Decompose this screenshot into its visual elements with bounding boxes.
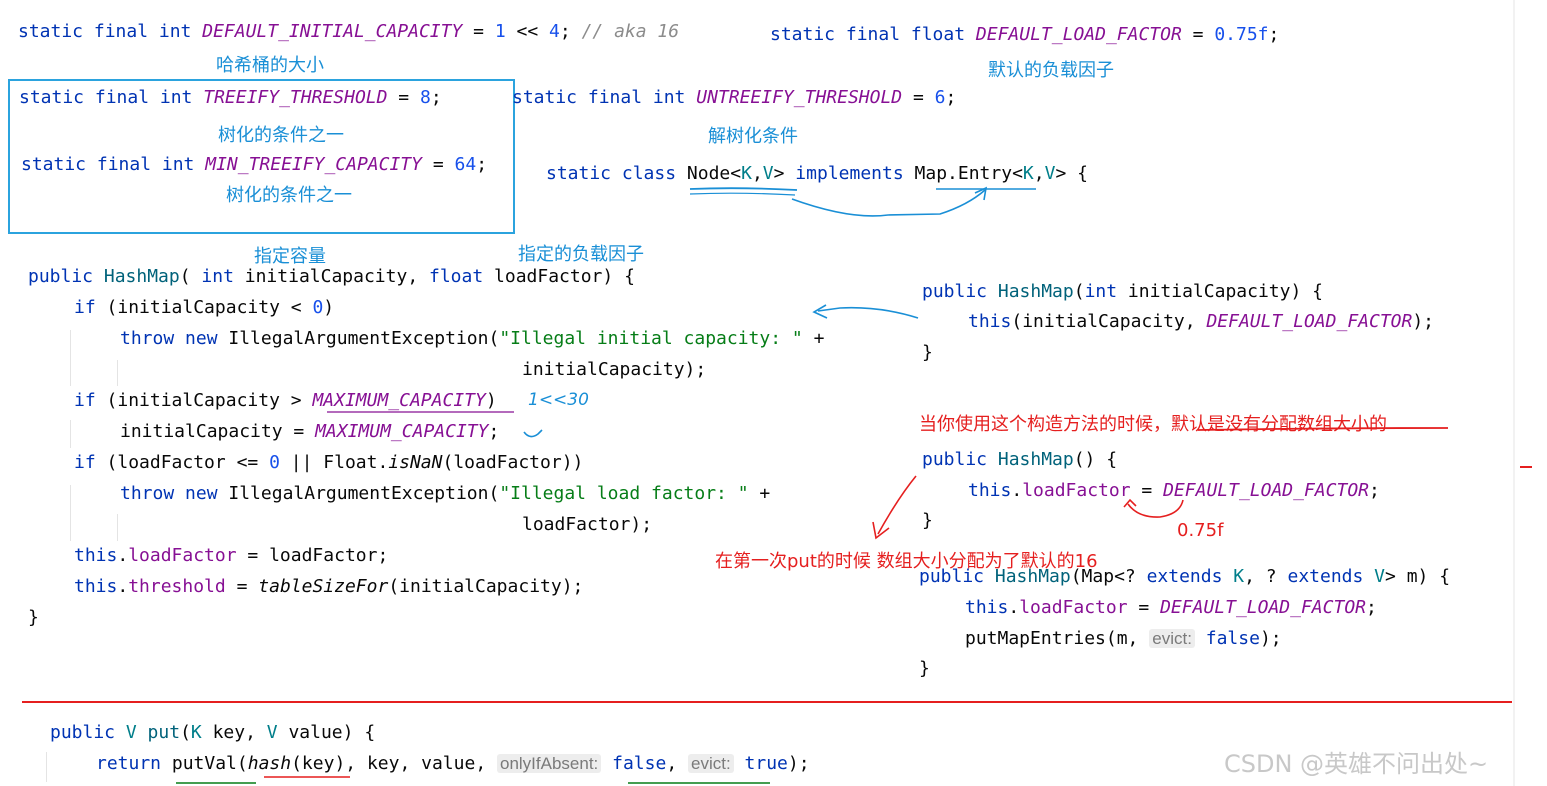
annotation-load-factor-value: 0.75f (1177, 520, 1224, 541)
put-method-line-1: public V put(K key, V value) { (50, 722, 376, 743)
code-line-default-initial-capacity: static final int DEFAULT_INITIAL_CAPACIT… (18, 21, 680, 42)
code-line-treeify-threshold: static final int TREEIFY_THRESHOLD = 8; (19, 87, 442, 108)
ctor-map-line-3: putMapEntries(m, evict: false); (965, 628, 1282, 649)
ctor-two-line-4: initialCapacity); (522, 359, 707, 380)
indent-guide (117, 514, 118, 541)
checkmark-icon (523, 429, 543, 438)
ctor-two-line-9: loadFactor); (522, 514, 653, 535)
ctor-two-line-3: throw new IllegalArgumentException("Ille… (120, 328, 825, 349)
put-method-line-2: return putVal(hash(key), key, value, onl… (96, 753, 810, 774)
ctor-two-line-2: if (initialCapacity < 0) (74, 297, 335, 318)
code-line-node-class: static class Node<K,V> implements Map.En… (546, 163, 1088, 184)
ctor-map-line-1: public HashMap(Map<? extends K, ? extend… (919, 566, 1451, 587)
ctor-two-line-5: if (initialCapacity > MAXIMUM_CAPACITY) (74, 390, 497, 411)
connector-node-entry (791, 189, 986, 217)
param-hint-evict: evict: (1149, 629, 1195, 648)
arrow-first-put-head (872, 521, 890, 540)
indent-guide (46, 752, 47, 782)
ctor-two-line-10: this.loadFactor = loadFactor; (74, 545, 389, 566)
param-hint-only-if-absent: onlyIfAbsent: (497, 754, 602, 773)
arrow-first-put (877, 475, 917, 535)
curve-load-factor (1127, 499, 1184, 518)
arrow-to-two-arg-ctor-head (812, 304, 828, 319)
indent-guide (70, 485, 71, 541)
curve-load-factor-arrowhead (1123, 498, 1137, 508)
indent-guide (117, 360, 118, 386)
annotation-treeify-condition-1: 树化的条件之一 (218, 125, 344, 146)
connector-arrowhead (974, 186, 988, 201)
ctor-zero-line-2: this.loadFactor = DEFAULT_LOAD_FACTOR; (968, 480, 1380, 501)
watermark: CSDN @英雄不问出处~ (1224, 750, 1489, 778)
annotation-treeify-condition-2: 树化的条件之一 (226, 185, 352, 206)
code-line-untreeify-threshold: static final int UNTREEIFY_THRESHOLD = 6… (512, 87, 957, 108)
ctor-two-line-6: initialCapacity = MAXIMUM_CAPACITY; (120, 421, 500, 442)
indent-guide (70, 330, 71, 386)
ctor-zero-line-1: public HashMap() { (922, 449, 1118, 470)
arrow-to-two-arg-ctor (817, 306, 919, 319)
ctor-two-line-8: throw new IllegalArgumentException("Ille… (120, 483, 771, 504)
ctor-one-line-1: public HashMap(int initialCapacity) { (922, 281, 1323, 302)
annotation-specified-load-factor: 指定的负载因子 (518, 244, 644, 265)
annotation-first-put: 在第一次put的时候 数组大小分配为了默认的16 (715, 551, 1098, 572)
ctor-map-line-4: } (919, 658, 930, 679)
ctor-map-line-2: this.loadFactor = DEFAULT_LOAD_FACTOR; (965, 597, 1377, 618)
underline-node-2 (689, 192, 796, 196)
annotation-specified-capacity: 指定容量 (254, 246, 326, 267)
code-line-default-load-factor: static final float DEFAULT_LOAD_FACTOR =… (770, 24, 1280, 45)
param-hint-evict: evict: (688, 754, 734, 773)
treeify-highlight-box (8, 79, 515, 234)
ctor-zero-line-3: } (922, 510, 933, 531)
ctor-two-line-7: if (loadFactor <= 0 || Float.isNaN(loadF… (74, 452, 584, 473)
code-line-min-treeify-capacity: static final int MIN_TREEIFY_CAPACITY = … (21, 154, 488, 175)
underline-red-note (1197, 427, 1449, 431)
annotation-default-load-factor: 默认的负载因子 (988, 60, 1114, 81)
ctor-two-line-1: public HashMap( int initialCapacity, flo… (28, 266, 635, 287)
underline-node (689, 187, 798, 191)
ctor-one-line-2: this(initialCapacity, DEFAULT_LOAD_FACTO… (968, 311, 1435, 332)
indent-guide (70, 420, 71, 448)
ctor-one-line-3: } (922, 342, 933, 363)
annotation-untreeify-condition: 解树化条件 (708, 126, 798, 147)
annotation-handwritten-shift: 1<<30 (528, 390, 589, 410)
ctor-two-line-11: this.threshold = tableSizeFor(initialCap… (74, 576, 584, 597)
ctor-two-line-12: } (28, 607, 39, 628)
annotation-bucket-size: 哈希桶的大小 (216, 55, 324, 76)
